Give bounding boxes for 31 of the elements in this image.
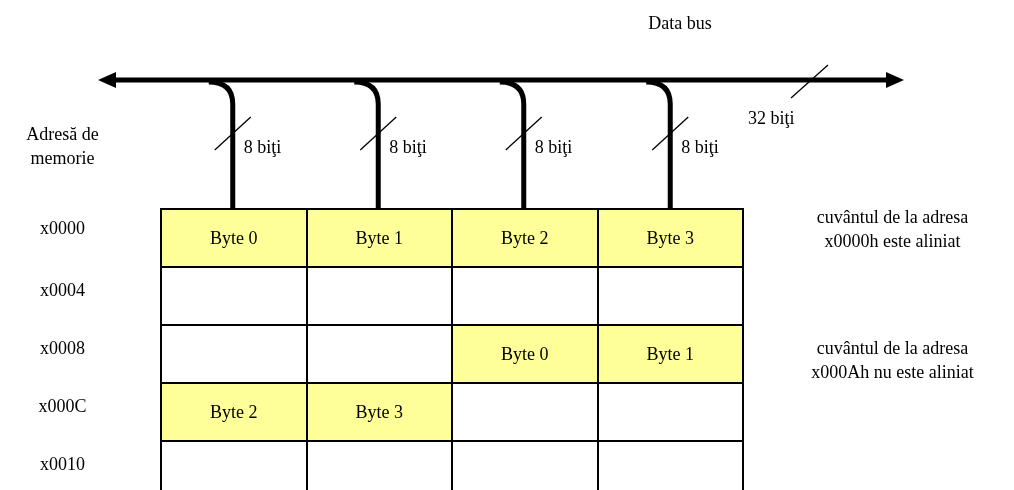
edge-label: 8 biţi [681, 136, 719, 159]
memory-cell [451, 208, 597, 266]
memory-cell [596, 208, 744, 266]
bus-label: Data bus [647, 12, 713, 35]
memory-cell [305, 208, 451, 266]
address-label: x0010 [39, 453, 86, 476]
edge-label: 8 biţi [243, 136, 282, 159]
memory-cell [160, 382, 306, 440]
note: cuvântul de la adresa x000Ah nu este aliniat [810, 337, 975, 385]
edge-label: 8 biţi [389, 136, 427, 159]
address-label: x000C [37, 395, 88, 418]
address-label: x0000 [39, 217, 86, 240]
edge-label: 8 biţi [534, 136, 573, 159]
byte-label: Byte 1 [355, 227, 403, 249]
address-label: x0004 [39, 279, 86, 302]
memory-cell [596, 324, 744, 382]
byte-label: Byte 0 [210, 227, 258, 249]
note: cuvântul de la adresa x0000h este aliniat [815, 206, 970, 254]
axis-label: Adresă de memorie [25, 123, 100, 171]
byte-label: Byte 1 [646, 343, 694, 365]
byte-label: Byte 0 [501, 343, 549, 365]
byte-label: Byte 2 [501, 227, 549, 249]
memory-cell [451, 324, 597, 382]
address-label: x0008 [39, 337, 86, 360]
memory-cell [160, 208, 306, 266]
byte-label: Byte 3 [646, 227, 694, 249]
byte-label: Byte 2 [210, 401, 258, 423]
memory-cell [305, 382, 451, 440]
bus-label: 32 biţi [748, 107, 796, 130]
data-bus-arrow [96, 70, 906, 90]
byte-label: Byte 3 [355, 401, 403, 423]
